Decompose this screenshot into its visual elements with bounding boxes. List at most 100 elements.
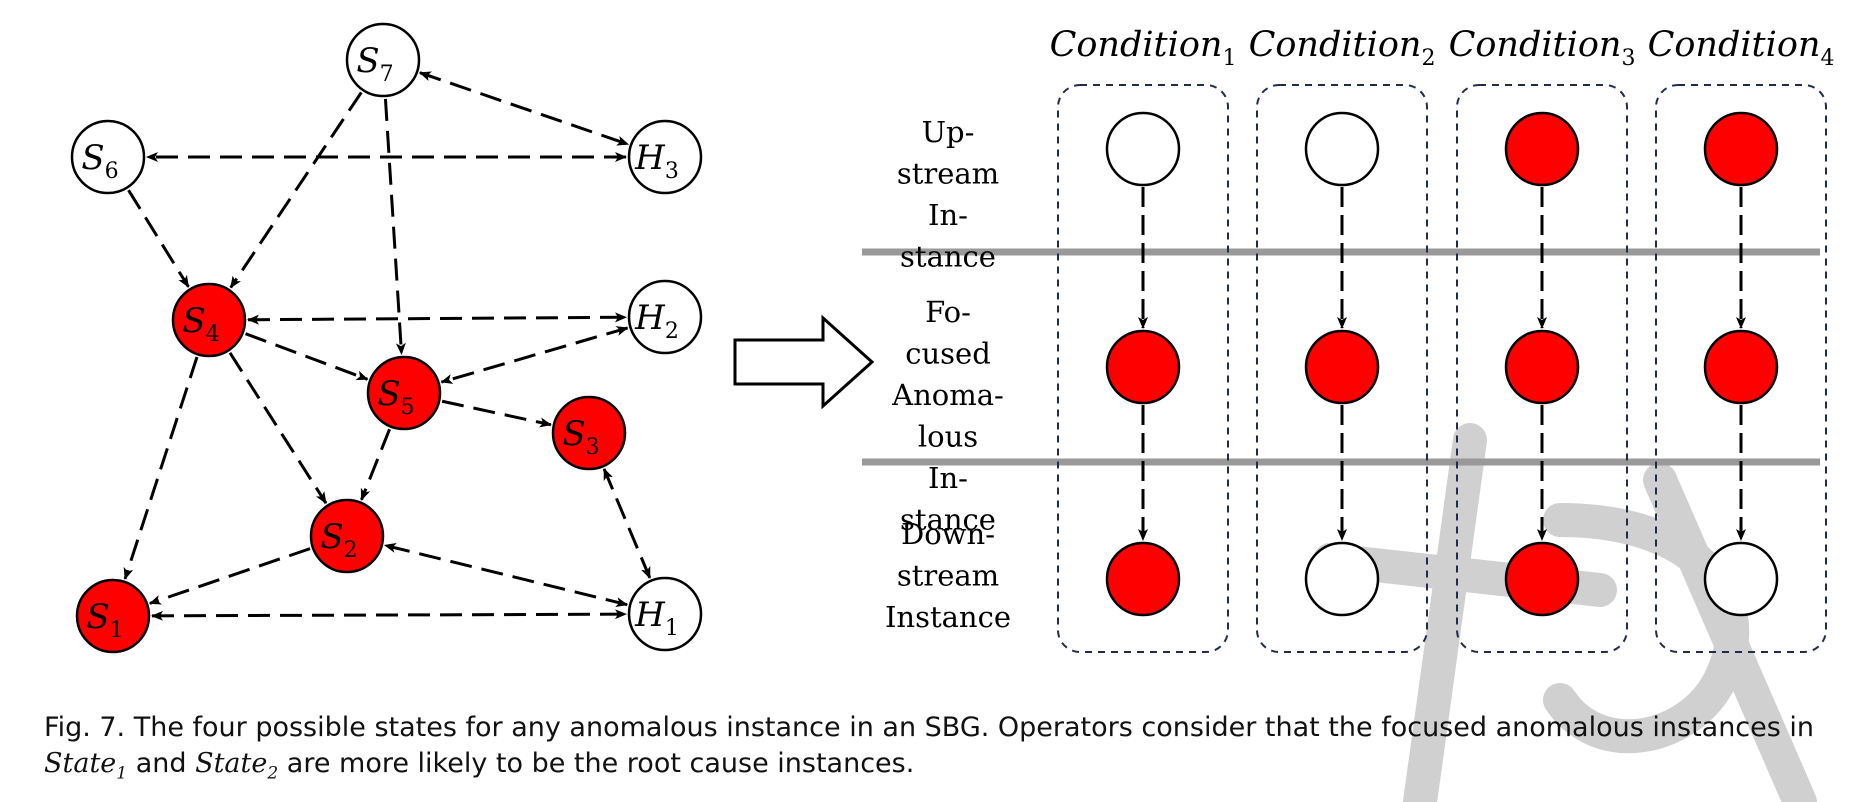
condition-label: Condition3 [1449,25,1636,71]
caption-state1: State1 [44,748,128,784]
graph-node-label: H2 [634,298,679,344]
graph-edge [440,326,629,384]
condition-node [1504,111,1580,187]
condition-node [1105,329,1181,405]
state-graph [123,71,652,621]
graph-node: H2 [627,279,703,355]
graph-node-label: S5 [377,374,414,420]
condition-node [1504,329,1580,405]
graph-edge [383,98,406,356]
condition-node [1703,111,1779,187]
condition-box [1655,84,1827,653]
graph-node-label: S3 [562,414,599,460]
watermark-stroke [1643,463,1817,802]
graph-node-label: S4 [182,301,219,347]
condition-box [1057,84,1229,653]
graph-node-label: H3 [634,138,679,184]
graph-node-circle [309,498,385,574]
condition-column: Condition1 [1050,25,1237,653]
condition-column: Condition4 [1648,25,1835,653]
graph-node: H3 [627,119,703,195]
condition-node [1304,541,1380,617]
graph-edge [244,332,369,381]
row-label-line: lous [918,420,978,454]
condition-node [1703,541,1779,617]
graph-edge [123,356,199,580]
graph-node-circle [366,355,442,431]
conditions-panel: Condition1 Condition2 Condition3 Condition4 [862,25,1835,653]
graph-node-label: S6 [81,138,118,184]
condition-column: Condition3 [1449,25,1636,653]
row-label-line: stream [897,157,999,191]
graph-edge [360,428,391,501]
graph-node: S6 [70,119,146,195]
graph-edge [418,71,630,146]
graph-node: S2 [309,498,385,574]
graph-node-circle [345,22,421,98]
condition-node [1105,541,1181,617]
condition-box [1456,84,1628,653]
graph-node: S7 [345,22,421,98]
graph-edge [150,609,628,621]
graph-node: S5 [366,355,442,431]
condition-node [1504,541,1580,617]
condition-node [1105,111,1181,187]
graph-node-label: H1 [634,595,679,641]
graph-node-label: S2 [320,517,357,563]
condition-label: Condition1 [1050,25,1237,71]
graph-edge [602,468,652,579]
row-label-line: In- [928,461,968,495]
graph-node-circle [627,576,703,652]
condition-node [1304,111,1380,187]
row-label-line: stream [897,559,999,593]
condition-node [1304,329,1380,405]
graph-edge [127,189,190,288]
graph-node: S1 [75,578,151,654]
graph-node-label: S7 [356,41,393,87]
row-labels: Up-streamIn-stanceFo-cusedAnoma-lousIn-s… [885,115,1011,634]
caption-state2: State2 [195,748,279,784]
graph-node: S4 [171,282,247,358]
graph-edge [228,352,328,504]
row-label-line: stance [900,240,996,274]
graph-node: S3 [551,395,627,471]
row-label-line: Instance [885,600,1011,634]
row-label-line: In- [928,198,968,232]
watermark-stroke [1403,423,1487,802]
graph-edge [246,312,628,325]
graph-node: H1 [627,576,703,652]
graph-node-label: S1 [86,597,123,643]
row-label-line: Down- [901,517,995,551]
row-label-line: stance [900,503,996,537]
caption-lead: Fig. 7. The four possible states for any… [44,712,1815,743]
condition-node [1703,329,1779,405]
graph-node-circle [551,395,627,471]
row-label-line: Up- [922,115,975,149]
transition-arrow-icon [733,314,875,410]
graph-edge [229,91,363,289]
figure-caption: Fig. 7. The four possible states for any… [44,710,1844,791]
graph-node-circle [627,279,703,355]
condition-label: Condition2 [1249,25,1436,71]
caption-tail: are more likely to be the root cause ins… [278,748,915,779]
graph-edge [441,399,552,428]
condition-label: Condition4 [1648,25,1835,71]
watermark-stroke [1543,503,1750,754]
graph-node-circle [75,578,151,654]
graph-edge [383,543,629,607]
row-label-line: cused [905,337,991,371]
graph-edge [148,547,311,605]
graph-node-circle [171,282,247,358]
condition-box [1256,84,1428,653]
graph-node-circle [70,119,146,195]
condition-column: Condition2 [1249,25,1436,653]
caption-mid: and [127,748,196,779]
row-label-line: Anoma- [891,378,1004,412]
graph-node-circle [627,119,703,195]
row-label-line: Fo- [925,295,971,329]
